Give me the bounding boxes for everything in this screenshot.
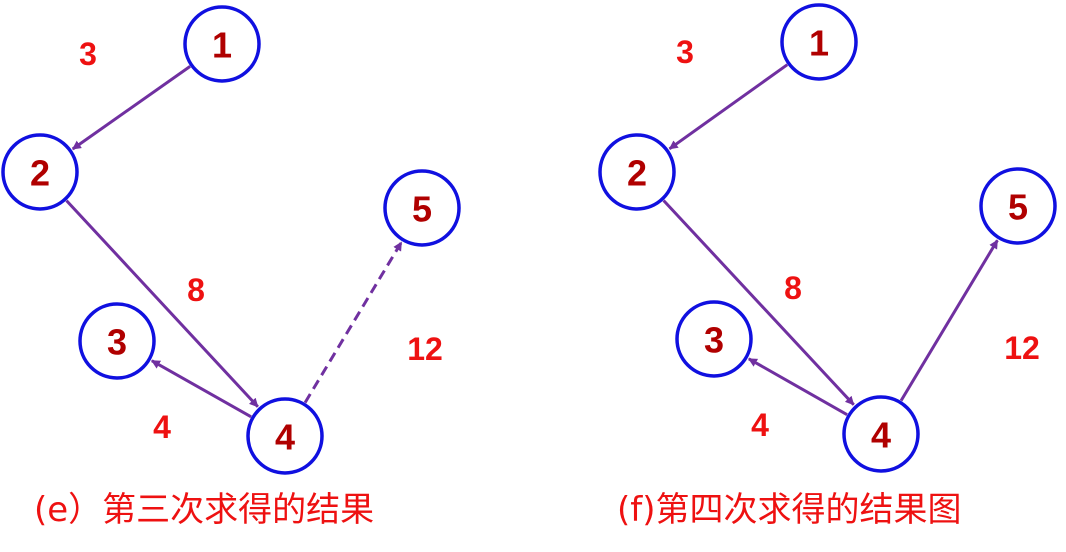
node-label-4: 4 [275,417,295,458]
edge-weight-4-5: 12 [407,331,443,367]
node-label-3: 3 [704,320,724,361]
node-circle-4 [842,395,920,473]
node-3: 3 [78,302,156,380]
node-circle-4 [246,397,324,475]
edge-weight-4-3: 4 [751,407,769,443]
node-circle-3 [675,300,753,378]
node-label-3: 3 [107,322,127,363]
node-circle-1 [183,5,261,83]
node-1: 1 [780,3,858,81]
edge-weight-2-4: 8 [784,270,802,306]
edge-2-4 [662,199,855,406]
edge-weight-1-2: 3 [676,34,694,70]
node-label-1: 1 [212,25,232,66]
edge-2-4 [65,199,259,408]
node-label-1: 1 [809,23,829,64]
edge-weight-1-2: 3 [79,36,97,72]
edge-1-2 [668,63,789,151]
node-2: 2 [598,133,676,211]
node-2: 2 [1,133,79,211]
node-circle-5 [383,169,461,247]
edge-weight-2-4: 8 [187,272,205,308]
node-5: 5 [979,167,1057,245]
edge-4-3 [151,359,252,419]
node-5: 5 [383,169,461,247]
node-circle-1 [780,3,858,81]
node-label-5: 5 [1008,187,1028,228]
node-label-5: 5 [412,189,432,230]
caption-f: (f)第四次求得的结果图 [617,490,962,530]
node-4: 4 [246,397,324,475]
edge-4-5 [303,241,403,404]
node-circle-3 [78,302,156,380]
node-4: 4 [842,395,920,473]
node-circle-2 [1,133,79,211]
edge-4-5 [899,239,999,402]
edge-4-3 [748,357,848,417]
node-1: 1 [183,5,261,83]
node-label-4: 4 [871,415,891,456]
node-3: 3 [675,300,753,378]
node-circle-5 [979,167,1057,245]
caption-e: (e）第三次求得的结果 [34,490,374,530]
node-label-2: 2 [30,153,50,194]
node-label-2: 2 [627,153,647,194]
edge-weight-4-3: 4 [153,409,171,445]
edge-1-2 [71,65,191,151]
node-circle-2 [598,133,676,211]
edge-weight-4-5: 12 [1004,330,1040,366]
